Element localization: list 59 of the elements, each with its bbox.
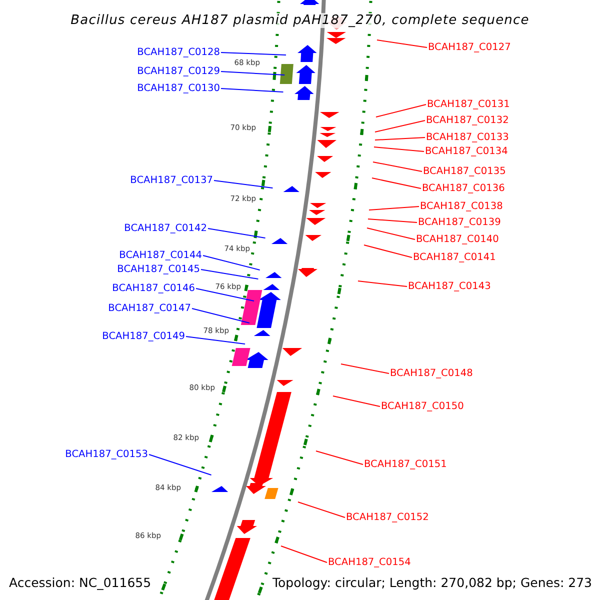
gene-label: BCAH187_C0145 — [117, 264, 200, 276]
leader-line — [196, 288, 254, 302]
gene-label: BCAH187_C0148 — [390, 368, 473, 380]
leader-line — [374, 137, 426, 140]
leader-line — [220, 71, 286, 76]
map-title: Bacillus cereus AH187 plasmid pAH187_270, complete sequence — [70, 13, 530, 28]
gene-label: BCAH187_C0134 — [425, 146, 508, 158]
leader-line — [366, 228, 416, 240]
leader-line — [372, 178, 422, 189]
gene-label: BCAH187_C0142 — [124, 222, 207, 234]
gene-label: BCAH187_C0144 — [119, 250, 202, 262]
gene-label: BCAH187_C0139 — [418, 216, 501, 228]
gene-label: BCAH187_C0129 — [137, 66, 220, 78]
leader-line — [280, 546, 328, 563]
gene-label: BCAH187_C0127 — [428, 42, 511, 54]
leader-line — [358, 280, 408, 287]
leader-line — [192, 308, 250, 324]
leader-line — [364, 244, 412, 258]
leader-line — [220, 88, 284, 92]
gene-label: BCAH187_C0140 — [416, 234, 499, 246]
gene-label: BCAH187_C0135 — [423, 166, 506, 178]
gene-label: BCAH187_C0137 — [130, 174, 213, 186]
gene-label: BCAH187_C0146 — [112, 282, 195, 294]
gene-label: BCAH187_C0132 — [426, 114, 509, 126]
leader-line — [202, 255, 260, 270]
leader-line — [368, 206, 420, 210]
gene-label: BCAH187_C0149 — [102, 330, 185, 342]
gene-label: BCAH187_C0152 — [346, 512, 429, 524]
leader-line — [374, 146, 424, 152]
leader-line — [368, 218, 418, 223]
leader-line — [340, 364, 390, 374]
gene-label: BCAH187_C0147 — [108, 302, 191, 314]
gene-label: BCAH187_C0154 — [328, 556, 411, 568]
gene-label: BCAH187_C0151 — [364, 458, 447, 470]
leader-line — [372, 162, 422, 172]
gene-label: BCAH187_C0143 — [408, 280, 491, 292]
leader-line — [208, 228, 266, 238]
gene-label: BCAH187_C0138 — [420, 200, 503, 212]
accession-note: Accession: NC_011655 — [9, 575, 152, 590]
leader-line — [298, 502, 346, 518]
leader-line — [374, 120, 426, 132]
leader-line — [214, 180, 274, 188]
leader-line — [148, 454, 212, 476]
leader-line — [186, 336, 246, 344]
leader-line — [332, 396, 380, 407]
leader-line — [376, 40, 428, 48]
gene-label: BCAH187_C0133 — [426, 132, 509, 144]
topology-note: Topology: circular; Length: 270,082 bp; Genes: 273 — [272, 575, 592, 590]
gene-label: BCAH187_C0130 — [137, 82, 220, 94]
gene-label: BCAH187_C0131 — [427, 98, 510, 110]
gene-label: BCAH187_C0153 — [65, 448, 148, 460]
gene-label: BCAH187_C0150 — [381, 400, 464, 412]
gene-label: BCAH187_C0141 — [413, 252, 496, 264]
leader-line — [316, 450, 364, 465]
gene-label: BCAH187_C0128 — [137, 46, 220, 58]
leader-line — [220, 52, 286, 56]
leader-line — [376, 104, 426, 118]
gene-label: BCAH187_C0136 — [422, 182, 505, 194]
leader-line — [200, 269, 259, 280]
